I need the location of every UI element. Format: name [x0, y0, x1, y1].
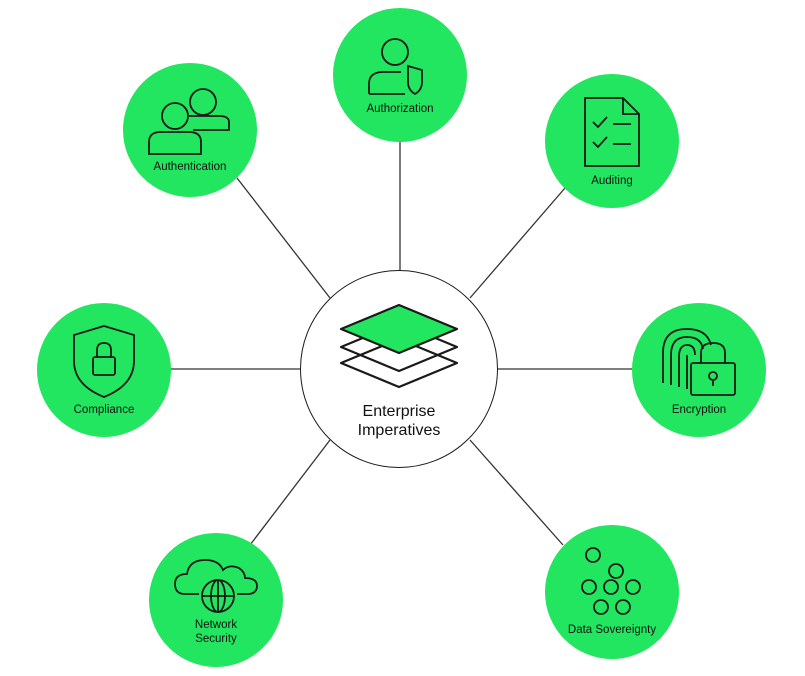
fingerprint-lock-icon [662, 328, 736, 396]
checklist-document-icon [584, 97, 640, 167]
user-shield-icon [368, 38, 423, 96]
node-label-network-line1: Network [194, 619, 238, 631]
connector-network-security [249, 439, 331, 546]
dots-cluster-icon [581, 547, 641, 615]
node-label-encryption: Encryption [671, 404, 727, 416]
node-data-sovereignty: Data Sovereignty [545, 525, 679, 659]
center-title-line1: Enterprise [362, 402, 436, 420]
center-node: Enterprise Imperatives [300, 270, 498, 468]
node-authentication: Authentication [123, 63, 257, 197]
node-label-authorization: Authorization [366, 103, 434, 115]
node-compliance: Compliance [37, 303, 171, 437]
node-network-security: Network Security [149, 533, 283, 667]
node-authorization: Authorization [333, 8, 467, 142]
node-label-authentication: Authentication [153, 161, 227, 173]
users-icon [148, 88, 230, 155]
shield-lock-icon [73, 325, 135, 398]
connector-authentication [236, 177, 331, 299]
layers-icon [339, 303, 459, 388]
node-label-network-line2: Security [195, 633, 237, 645]
center-title-line2: Imperatives [357, 421, 441, 439]
cloud-globe-icon [174, 559, 258, 613]
connector-data-sovereignty [469, 439, 564, 546]
node-auditing: Auditing [545, 74, 679, 208]
node-encryption: Encryption [632, 303, 766, 437]
node-label-compliance: Compliance [73, 404, 135, 416]
node-label-data-sovereignty: Data Sovereignty [567, 624, 657, 636]
connector-auditing [469, 187, 566, 299]
node-label-auditing: Auditing [591, 175, 633, 187]
